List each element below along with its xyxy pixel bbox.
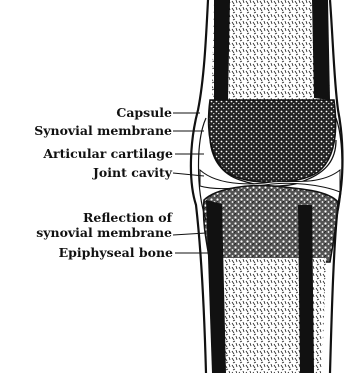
label-reflection-of: Reflection of: [83, 211, 172, 225]
label-joint-cavity: Joint cavity: [93, 166, 172, 180]
upper-bone: [209, 0, 336, 186]
label-capsule: Capsule: [116, 106, 172, 120]
label-epiphyseal-bone: Epiphyseal bone: [59, 246, 173, 260]
label-articular-cartilage: Articular cartilage: [43, 147, 173, 161]
label-synovial-membrane-reflection: synovial membrane: [36, 226, 172, 240]
lower-bone: [203, 186, 338, 373]
label-synovial-membrane: Synovial membrane: [34, 124, 172, 138]
